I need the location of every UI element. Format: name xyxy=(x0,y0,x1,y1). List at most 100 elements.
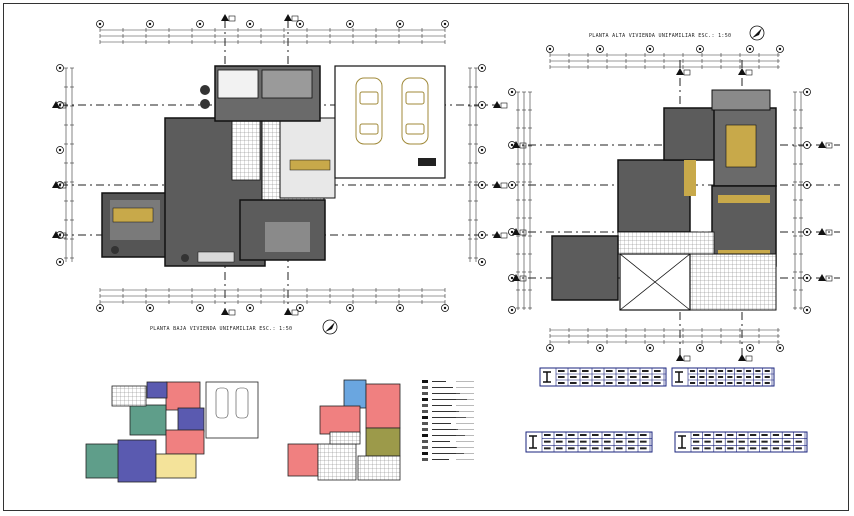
upper-corridor xyxy=(617,231,715,255)
upper-zoning-diagram xyxy=(287,379,401,481)
axis-bubble-icon xyxy=(246,20,254,28)
section-marker-icon xyxy=(676,68,691,76)
lower-building xyxy=(101,65,336,267)
section-marker-icon xyxy=(512,141,527,149)
lower-plant xyxy=(200,85,210,95)
upper-bedroom-nw xyxy=(663,107,717,161)
upper-south-room xyxy=(551,235,619,301)
zone-blue xyxy=(177,407,205,433)
axis-bubble-icon xyxy=(596,344,604,352)
axis-bubble-icon xyxy=(803,181,811,189)
axis-bubble-icon xyxy=(508,181,516,189)
section-marker-icon xyxy=(52,231,67,239)
axis-bubble-icon xyxy=(478,258,486,266)
axis-bubble-icon xyxy=(96,304,104,312)
section-marker-icon xyxy=(493,101,508,109)
zone-red xyxy=(165,381,201,411)
lower-plant xyxy=(181,254,189,262)
lower-kitchen-counter xyxy=(289,159,331,171)
section-marker-icon xyxy=(52,181,67,189)
zone-hatch xyxy=(111,385,147,407)
upper-floor-title: PLANTA ALTA VIVIENDA UNIFAMILIAR ESC.: 1… xyxy=(589,33,732,39)
lower-plant xyxy=(111,246,119,254)
zone-red xyxy=(165,429,205,455)
section-marker-icon xyxy=(493,231,508,239)
lower-sofa xyxy=(197,251,235,263)
axis-bubble-icon xyxy=(146,304,154,312)
section-marker-icon xyxy=(221,14,236,22)
axis-bubble-icon xyxy=(696,45,704,53)
axis-bubble-icon xyxy=(803,88,811,96)
upper-shelf xyxy=(718,195,770,203)
section-marker-icon xyxy=(512,274,527,282)
upper-closet xyxy=(684,160,696,196)
zone-olive xyxy=(365,427,401,457)
lower-floor-plan xyxy=(56,20,500,315)
axis-bubble-icon xyxy=(478,64,486,72)
axis-bubble-icon xyxy=(146,20,154,28)
zone-red xyxy=(319,405,361,435)
section-marker-icon xyxy=(52,101,67,109)
section-marker-icon xyxy=(493,181,508,189)
schedule-table xyxy=(674,431,808,453)
schedule-table xyxy=(525,431,653,453)
axis-bubble-icon xyxy=(508,306,516,314)
axis-bubble-icon xyxy=(596,45,604,53)
axis-bubble-icon xyxy=(776,45,784,53)
axis-bubble-icon xyxy=(803,306,811,314)
upper-axis-bubbles xyxy=(508,45,811,352)
schedule-table xyxy=(539,367,667,387)
axis-bubble-icon xyxy=(478,146,486,154)
north-arrow-icon xyxy=(322,319,338,335)
axis-bubble-icon xyxy=(441,20,449,28)
section-marker-icon xyxy=(512,228,527,236)
zone-stairs xyxy=(329,431,361,445)
lower-dining xyxy=(265,222,310,252)
axis-bubble-icon xyxy=(396,304,404,312)
upper-floor-plan xyxy=(508,45,840,360)
axis-bubble-icon xyxy=(296,304,304,312)
section-marker-icon xyxy=(818,274,833,282)
zone-yellow xyxy=(155,453,197,479)
section-marker-icon xyxy=(284,308,299,316)
axis-bubble-icon xyxy=(56,64,64,72)
section-marker-icon xyxy=(284,14,299,22)
axis-bubble-icon xyxy=(508,88,516,96)
upper-building xyxy=(551,89,777,311)
axis-bubble-icon xyxy=(646,45,654,53)
section-marker-icon xyxy=(676,354,691,362)
upper-void-tile xyxy=(689,253,777,311)
axis-bubble-icon xyxy=(246,304,254,312)
zone-red xyxy=(287,443,319,477)
lower-kitchen xyxy=(279,117,336,199)
zone-tile xyxy=(357,455,401,481)
zone-blue xyxy=(146,381,168,399)
lower-dimension-ticks xyxy=(64,28,478,304)
drawing-legend xyxy=(422,380,474,461)
lower-axis-bubbles xyxy=(56,20,486,312)
zone-garage xyxy=(205,381,259,439)
garage-storage xyxy=(418,158,436,166)
section-marker-icon xyxy=(738,68,753,76)
axis-bubble-icon xyxy=(56,258,64,266)
car-icon xyxy=(401,77,429,145)
lower-floor-title: PLANTA BAJA VIVIENDA UNIFAMILIAR ESC.: 1… xyxy=(150,326,293,332)
lower-zoning-diagram xyxy=(85,381,259,483)
north-arrow-icon xyxy=(749,25,765,41)
lower-plant xyxy=(200,99,210,109)
lower-desk xyxy=(112,207,154,223)
axis-bubble-icon xyxy=(803,141,811,149)
axis-bubble-icon xyxy=(546,344,554,352)
schedule-table xyxy=(671,367,775,387)
axis-bubble-icon xyxy=(546,45,554,53)
car-icon xyxy=(215,387,249,419)
axis-bubble-icon xyxy=(346,20,354,28)
axis-bubble-icon xyxy=(478,181,486,189)
axis-bubble-icon xyxy=(478,101,486,109)
section-marker-icon xyxy=(221,308,236,316)
axis-bubble-icon xyxy=(441,304,449,312)
section-marker-icon xyxy=(738,354,753,362)
upper-master-bed-furniture xyxy=(725,124,757,168)
axis-bubble-icon xyxy=(396,20,404,28)
axis-bubble-icon xyxy=(296,20,304,28)
